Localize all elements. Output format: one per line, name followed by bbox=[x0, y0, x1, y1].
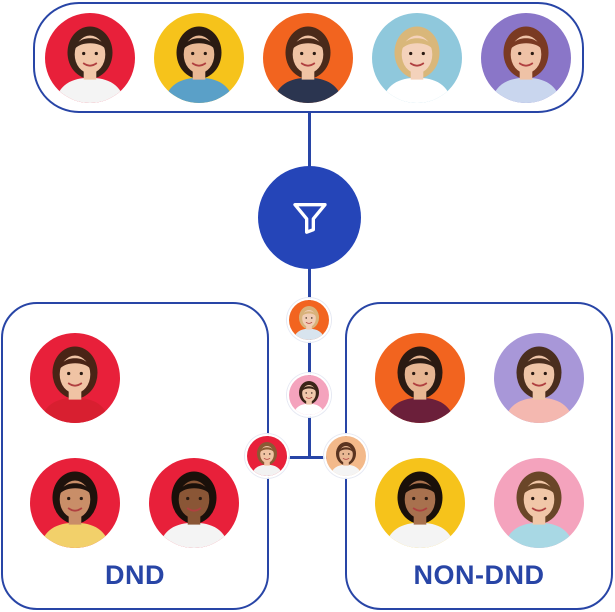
filter-icon bbox=[292, 202, 327, 234]
non-dnd-label: NON-DND bbox=[413, 560, 545, 590]
avatar-non-dnd-4 bbox=[494, 458, 584, 548]
avatar-pool-5 bbox=[481, 13, 571, 103]
person-avatar-icon bbox=[494, 333, 584, 423]
avatar-transit-1 bbox=[287, 298, 331, 342]
person-avatar-icon bbox=[375, 458, 465, 548]
avatar-pool-3 bbox=[263, 13, 353, 103]
connector-branch bbox=[268, 456, 347, 459]
avatar-pool-4 bbox=[372, 13, 462, 103]
person-avatar-icon bbox=[45, 13, 135, 103]
avatar-transit-2 bbox=[287, 373, 331, 417]
person-avatar-icon bbox=[289, 375, 329, 415]
person-avatar-icon bbox=[263, 13, 353, 103]
person-avatar-icon bbox=[149, 458, 239, 548]
avatar-dnd-3 bbox=[149, 458, 239, 548]
avatar-transit-3 bbox=[245, 434, 289, 478]
person-avatar-icon bbox=[289, 300, 329, 340]
avatar-pool-1 bbox=[45, 13, 135, 103]
avatar-non-dnd-2 bbox=[494, 333, 584, 423]
person-avatar-icon bbox=[494, 458, 584, 548]
person-avatar-icon bbox=[326, 436, 366, 476]
person-avatar-icon bbox=[154, 13, 244, 103]
person-avatar-icon bbox=[481, 13, 571, 103]
dnd-label: DND bbox=[105, 560, 165, 590]
person-avatar-icon bbox=[30, 333, 120, 423]
avatar-non-dnd-1 bbox=[375, 333, 465, 423]
connector-trunk bbox=[308, 268, 311, 458]
person-avatar-icon bbox=[375, 333, 465, 423]
avatar-transit-4 bbox=[324, 434, 368, 478]
person-avatar-icon bbox=[30, 458, 120, 548]
avatar-dnd-2 bbox=[30, 458, 120, 548]
person-avatar-icon bbox=[247, 436, 287, 476]
filter-node[interactable] bbox=[258, 166, 361, 269]
connector-top bbox=[308, 112, 311, 168]
avatar-non-dnd-3 bbox=[375, 458, 465, 548]
avatar-dnd-1 bbox=[30, 333, 120, 423]
avatar-pool-2 bbox=[154, 13, 244, 103]
person-avatar-icon bbox=[372, 13, 462, 103]
